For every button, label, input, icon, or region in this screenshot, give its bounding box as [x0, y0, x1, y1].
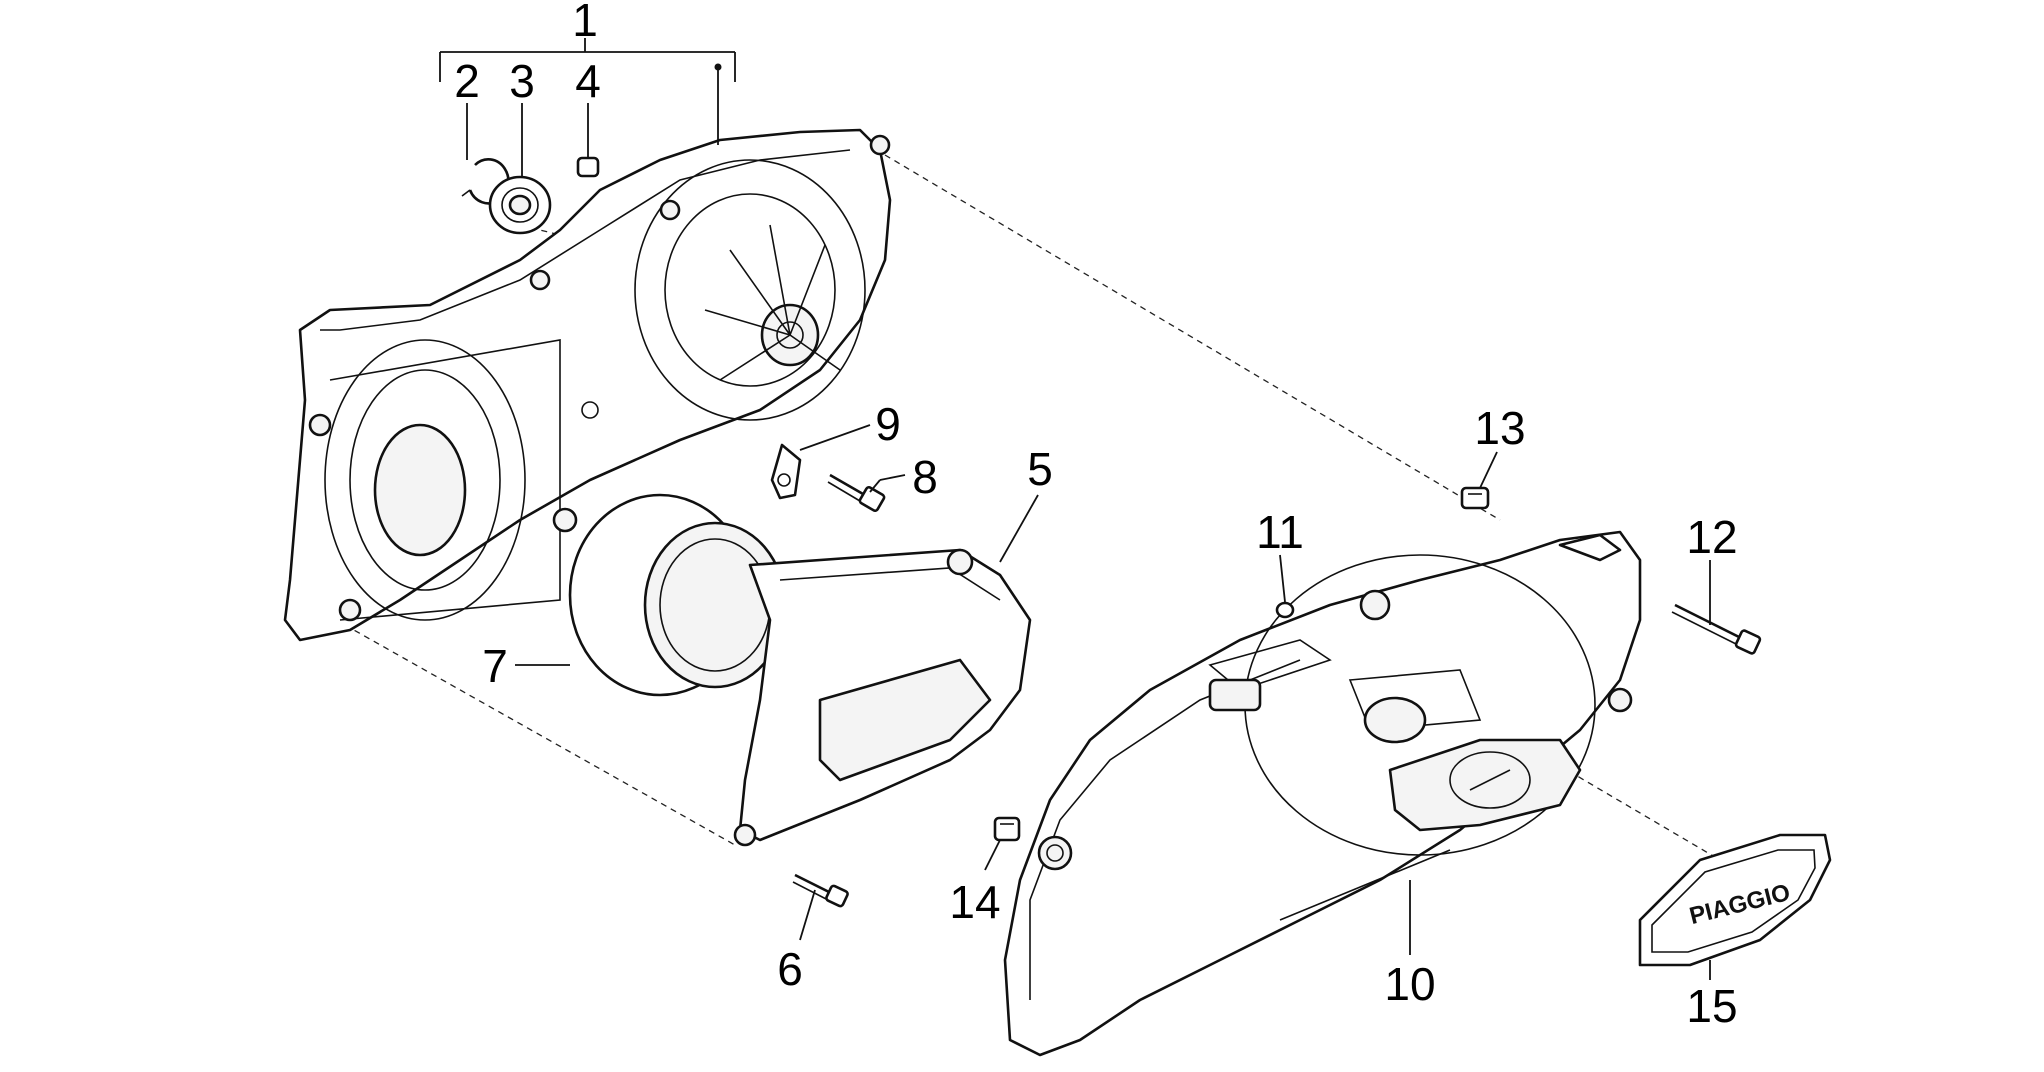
- emblem-badge: PIAGGIO: [1638, 833, 1832, 967]
- callout-12: 12: [1686, 511, 1737, 563]
- bracket-dot: [714, 63, 722, 71]
- callout-7: 7: [482, 640, 508, 692]
- screw-6: [792, 873, 849, 908]
- spacer: [576, 156, 600, 178]
- leader-lines: [439, 38, 1711, 980]
- callout-1: 1: [572, 0, 598, 46]
- callout-8: 8: [912, 451, 938, 503]
- clip-washer: [770, 443, 802, 500]
- filter-housing-cover: [733, 548, 1032, 847]
- callout-6: 6: [777, 943, 803, 995]
- air-filter-ring: [568, 493, 787, 697]
- outer-transmission-cover: [1003, 530, 1642, 1057]
- callout-4: 4: [575, 55, 601, 107]
- inner-transmission-cover: [283, 128, 892, 642]
- bearing: [488, 175, 552, 235]
- callout-15: 15: [1686, 980, 1737, 1032]
- callout-9: 9: [875, 398, 901, 450]
- bolt-12: [1671, 603, 1762, 655]
- callout-10: 10: [1384, 958, 1435, 1010]
- screw-8: [827, 473, 886, 512]
- callout-3: 3: [509, 55, 535, 107]
- small-clip: [1275, 601, 1295, 619]
- callout-2: 2: [454, 55, 480, 107]
- callout-labels: 1 2 3 4 5 6 7 8 9 10 11 12 13 14 15: [454, 0, 1737, 1032]
- nut-13: [1460, 486, 1490, 510]
- callout-14: 14: [949, 876, 1000, 928]
- spacer-14: [993, 816, 1021, 842]
- callout-13: 13: [1474, 402, 1525, 454]
- callout-11: 11: [1256, 506, 1304, 558]
- callout-5: 5: [1027, 443, 1053, 495]
